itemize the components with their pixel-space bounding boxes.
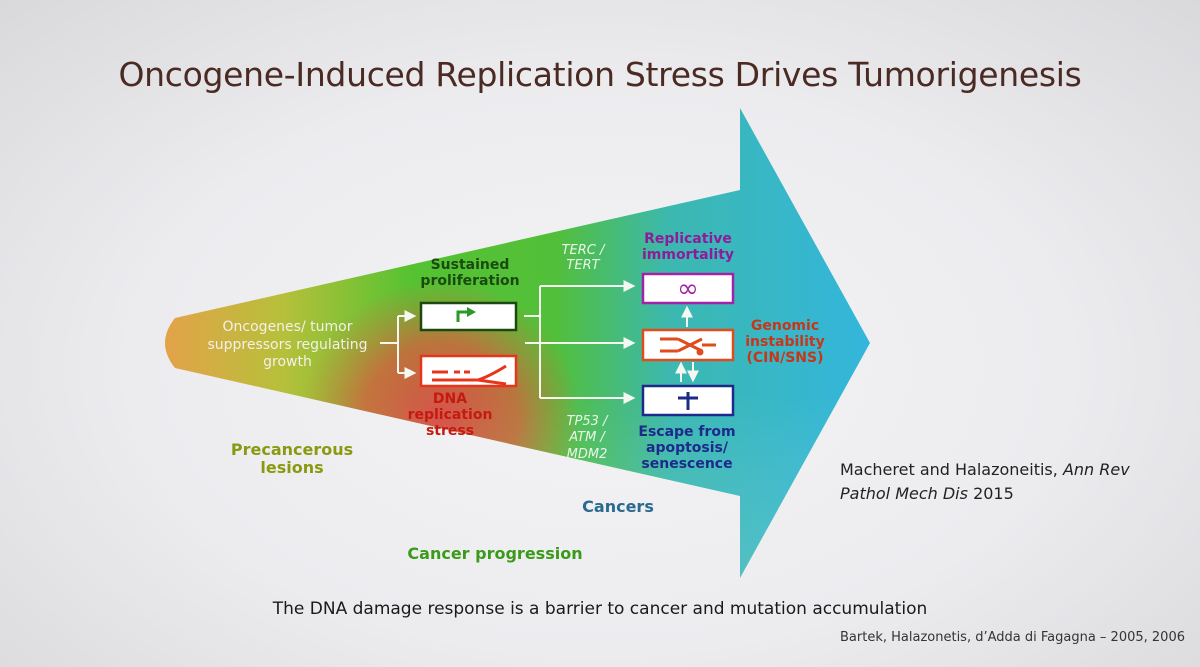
proliferation-box <box>419 301 518 332</box>
sustained-proliferation-label: Sustained proliferation <box>420 257 520 290</box>
cancers-label: Cancers <box>582 497 654 516</box>
reference-authors: Macheret and Halazoneitis, <box>840 460 1058 479</box>
escape-apoptosis-label: Escape from apoptosis/ senescence <box>638 424 736 473</box>
slide-title: Oncogene-Induced Replication Stress Driv… <box>118 55 1082 94</box>
genomic-instability-box <box>641 328 735 362</box>
precancerous-lesions-label: Precancerous lesions <box>230 440 354 478</box>
reference-year: 2015 <box>973 484 1014 503</box>
apoptosis-box <box>641 384 735 417</box>
origin-label: Oncogenes/ tumor suppressors regulating … <box>207 319 368 370</box>
infinity-icon: ∞ <box>677 274 699 304</box>
replicative-immortality-label: Replicative immortality <box>641 231 735 264</box>
dna-replication-stress-label: DNA replication stress <box>407 391 493 440</box>
terc-tert-label: TERC / TERT <box>561 243 605 273</box>
replication-fork-box <box>419 354 518 388</box>
genomic-instability-label: Genomic instability (CIN/SNS) <box>745 318 825 367</box>
main-reference: Macheret and Halazoneitis, Ann Rev Patho… <box>840 458 1180 506</box>
tp53-atm-mdm2-label: TP53 / ATM / MDM2 <box>566 414 608 462</box>
immortality-box: ∞ <box>641 272 735 305</box>
connector-lines <box>380 280 699 404</box>
footer-statement: The DNA damage response is a barrier to … <box>272 599 928 619</box>
reference-journal: Ann Rev Pathol Mech Dis <box>840 460 1130 503</box>
cancer-progression-label: Cancer progression <box>407 544 583 563</box>
footer-reference: Bartek, Halazonetis, d’Adda di Fagagna –… <box>840 630 1185 645</box>
